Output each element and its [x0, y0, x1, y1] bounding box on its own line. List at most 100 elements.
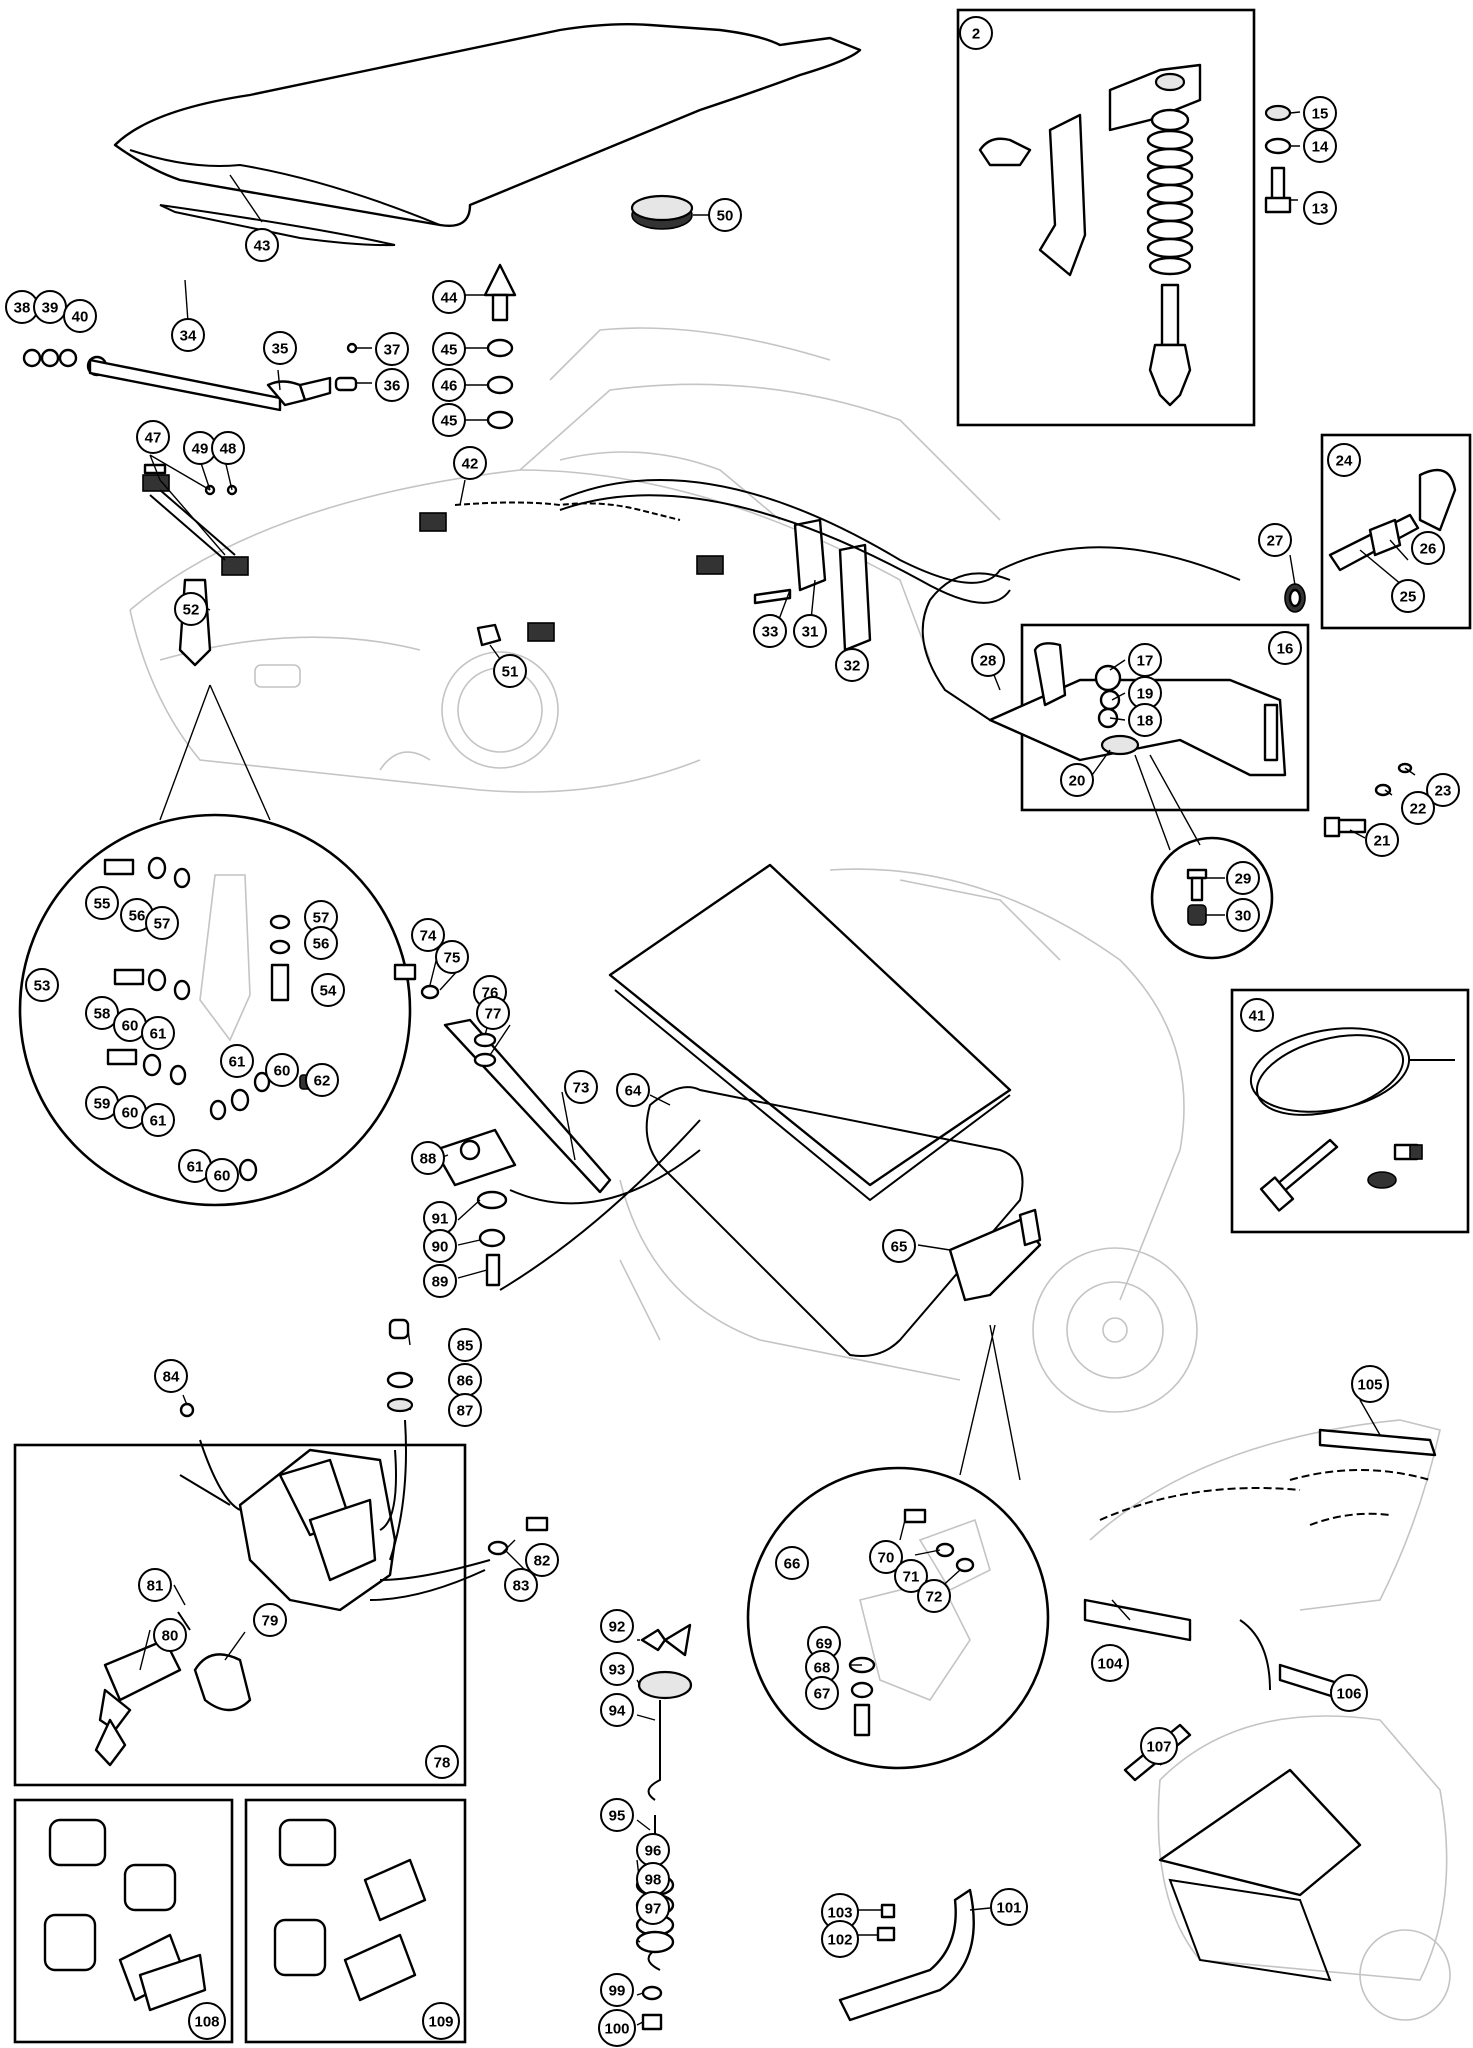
callout-circle [141, 1016, 175, 1050]
callout-circle [411, 1141, 445, 1175]
callout-circle [835, 648, 869, 682]
callout-circle [1128, 703, 1162, 737]
callout-30: 30 [1226, 898, 1260, 932]
callout-label: 96 [645, 1843, 662, 1860]
callout-78: 78 [425, 1745, 459, 1779]
callout-circle [1258, 523, 1292, 557]
striker-leader [499, 1119, 701, 1291]
callout-circle [600, 1652, 634, 1686]
callout-label: 61 [187, 1159, 204, 1176]
callout-label: 40 [72, 309, 89, 326]
callout-circle [1140, 1727, 1178, 1765]
callout-13: 13 [1303, 191, 1337, 225]
callout-77: 77 [476, 996, 510, 1030]
callout-95: 95 [600, 1798, 634, 1832]
callout-circle [1060, 763, 1094, 797]
callout-circle [263, 331, 297, 365]
callout-label: 53 [34, 978, 51, 995]
callout-label: 21 [1374, 833, 1391, 850]
callout-60: 60 [113, 1008, 147, 1042]
callout-circle [990, 1888, 1028, 1926]
callout-label: 79 [262, 1613, 279, 1630]
callout-circle [1226, 898, 1260, 932]
callout-label: 70 [878, 1550, 895, 1567]
callout-label: 95 [609, 1808, 626, 1825]
callout-circle [805, 1676, 839, 1710]
callout-28: 28 [971, 643, 1005, 677]
detail-hinge-fixings-boot [746, 1466, 1050, 1770]
callout-label: 17 [1137, 653, 1154, 670]
callout-label: 98 [645, 1872, 662, 1889]
callout-80: 80 [153, 1618, 187, 1652]
bonnet-stay [22, 342, 358, 412]
callout-94: 94 [600, 1693, 634, 1727]
callout-circle [265, 1053, 299, 1087]
callout-label: 106 [1336, 1686, 1361, 1703]
callout-circle [917, 1579, 951, 1613]
callout-label: 47 [145, 430, 162, 447]
callout-circle [869, 1540, 903, 1574]
callout-61: 61 [141, 1016, 175, 1050]
callout-60: 60 [205, 1158, 239, 1192]
callout-label: 25 [1400, 589, 1417, 606]
car-ghost-rear [619, 868, 1198, 1413]
boot-lock-leaders [179, 1419, 491, 1601]
callout-label: 24 [1336, 453, 1353, 470]
callout-label: 77 [485, 1006, 502, 1023]
callout-circle [1411, 531, 1445, 565]
callout-65: 65 [882, 1229, 916, 1263]
callout-label: 15 [1312, 106, 1329, 123]
callout-101: 101 [990, 1888, 1028, 1926]
check-strap [838, 1888, 975, 2022]
callout-label: 54 [320, 983, 337, 1000]
lock-fixings-82-87 [179, 1318, 549, 1556]
callout-48: 48 [211, 431, 245, 465]
callout-44: 44 [432, 280, 466, 314]
callout-105: 105 [1351, 1365, 1389, 1403]
cable-clips [753, 518, 872, 652]
callout-circle [253, 1603, 287, 1637]
callout-108: 108 [188, 2002, 226, 2040]
callout-label: 32 [844, 658, 861, 675]
callout-label: 37 [384, 342, 401, 359]
callout-circle [1330, 1674, 1368, 1712]
callout-label: 73 [573, 1080, 590, 1097]
callout-label: 38 [14, 300, 31, 317]
callout-circle [411, 918, 445, 952]
callout-107: 107 [1140, 1727, 1178, 1765]
callout-label: 49 [192, 441, 209, 458]
callout-102: 102 [821, 1920, 859, 1958]
callout-89: 89 [423, 1264, 457, 1298]
rubber-pad [630, 194, 694, 230]
callout-circle [1351, 1365, 1389, 1403]
callout-circle [476, 996, 510, 1030]
callout-circle [636, 1891, 670, 1925]
callout-label: 80 [162, 1628, 179, 1645]
callout-75: 75 [435, 940, 469, 974]
callout-66: 66 [775, 1546, 809, 1580]
callout-label: 64 [625, 1083, 642, 1100]
callout-59: 59 [85, 1086, 119, 1120]
callout-label: 97 [645, 1901, 662, 1918]
callout-circle [432, 368, 466, 402]
callout-label: 93 [609, 1662, 626, 1679]
callout-label: 45 [441, 413, 458, 430]
washer-nut-set-13-15 [1264, 104, 1292, 214]
callout-104: 104 [1091, 1644, 1129, 1682]
callout-label: 42 [462, 456, 479, 473]
bonnet-panel [113, 22, 862, 247]
callout-label: 48 [220, 441, 237, 458]
callout-35: 35 [263, 331, 297, 365]
callout-97: 97 [636, 1891, 670, 1925]
callout-circle [821, 1920, 859, 1958]
callout-label: 18 [1137, 713, 1154, 730]
weather-seals [1083, 1419, 1441, 1782]
boot-stay [393, 963, 612, 1194]
callout-circle [894, 1559, 928, 1593]
callout-label: 67 [814, 1686, 831, 1703]
callout-circle [753, 614, 787, 648]
callout-circle [1327, 443, 1361, 477]
callout-84: 84 [154, 1359, 188, 1393]
callout-60: 60 [113, 1095, 147, 1129]
callout-label: 34 [180, 328, 197, 345]
